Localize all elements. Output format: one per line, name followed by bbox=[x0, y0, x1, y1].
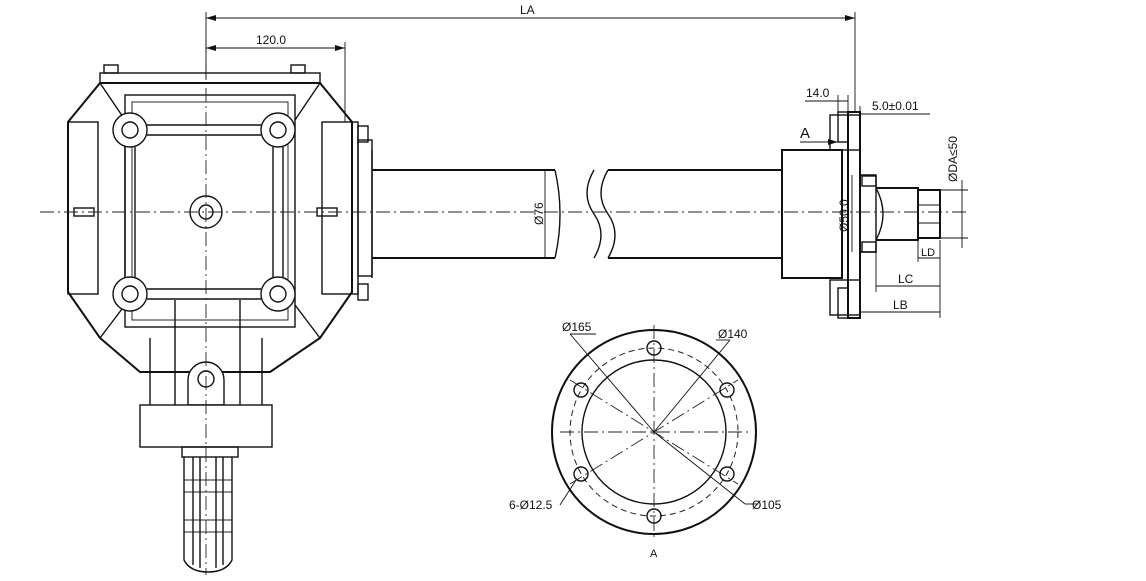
dimensions bbox=[205, 12, 968, 318]
section-a-label: A bbox=[800, 125, 810, 142]
dim-120-label: 120.0 bbox=[256, 33, 286, 47]
dim-ld-label: LD bbox=[921, 247, 935, 259]
dim-lb-label: LB bbox=[893, 298, 908, 312]
dim-dia76-label: Ø76 bbox=[532, 202, 546, 225]
output-tube bbox=[371, 150, 782, 278]
dim-da-label: ØDA≤50 bbox=[946, 136, 960, 182]
input-spline-shaft bbox=[181, 446, 239, 573]
flange-dia165-label: Ø165 bbox=[562, 320, 592, 334]
view-a-label: A bbox=[650, 548, 658, 560]
gearbox-housing bbox=[67, 64, 373, 448]
output-flange bbox=[781, 111, 941, 319]
flange-dia105-label: Ø105 bbox=[752, 498, 782, 512]
dim-dia50-label: Ø50.0 bbox=[837, 199, 851, 232]
flange-view-a bbox=[551, 325, 758, 540]
dim-lc-label: LC bbox=[898, 272, 914, 286]
dim-tolerance-label: 5.0±0.01 bbox=[872, 99, 919, 113]
dim-14-label: 14.0 bbox=[806, 86, 830, 100]
center-lines bbox=[40, 40, 968, 575]
dim-la-label: LA bbox=[520, 3, 535, 17]
flange-dia140-label: Ø140 bbox=[718, 327, 748, 341]
flange-holes-label: 6-Ø12.5 bbox=[509, 498, 553, 512]
